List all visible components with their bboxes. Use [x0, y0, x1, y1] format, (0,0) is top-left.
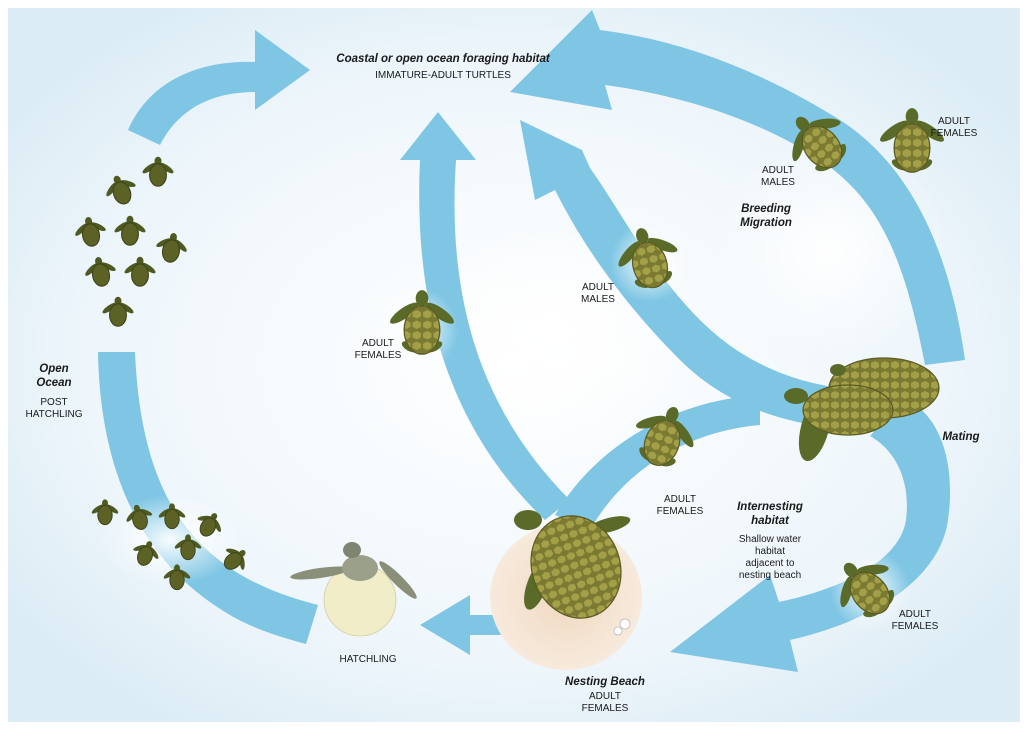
label-nesting-beach: Nesting Beach: [565, 676, 645, 688]
label-adult-females-mid-2: FEMALES: [355, 350, 402, 361]
label-adult-males-mid-1: ADULT: [582, 282, 614, 293]
arrow-open-ocean-arc: [98, 352, 318, 644]
foraging-title: Coastal or open ocean foraging habitat: [336, 53, 551, 65]
label-ocean: Ocean: [36, 377, 71, 389]
label-habitat: habitat: [751, 515, 790, 527]
label-internesting-sub-4: nesting beach: [739, 570, 801, 581]
turtle-nesting-female: [514, 510, 631, 636]
foraging-subtitle: IMMATURE-ADULT TURTLES: [375, 70, 511, 81]
label-adult-females-low-1: ADULT: [664, 494, 696, 505]
label-post: POST: [40, 397, 67, 408]
arrow-females-to-foraging: [400, 112, 570, 520]
label-mating: Mating: [942, 431, 979, 443]
label-adult-males-mid-2: MALES: [581, 294, 615, 305]
label-internesting: Internesting: [737, 501, 803, 513]
label-migration: Migration: [740, 217, 792, 229]
arrow-nesting-to-mating: [555, 395, 760, 530]
label-hatchling: HATCHLING: [339, 654, 396, 665]
label-nesting-adult: ADULT: [589, 691, 621, 702]
label-adult-females-right-2: FEMALES: [892, 621, 939, 632]
label-breeding: Breeding: [741, 203, 791, 215]
hatchling-with-egg: [290, 542, 417, 637]
label-adult-females-mid-1: ADULT: [362, 338, 394, 349]
label-hatchling-post: HATCHLING: [25, 409, 82, 420]
label-adult-males-top-2: MALES: [761, 177, 795, 188]
label-adult-males-top-1: ADULT: [762, 165, 794, 176]
label-internesting-sub-1: Shallow water: [739, 534, 802, 545]
label-internesting-sub-2: habitat: [755, 546, 785, 557]
label-adult-females-low-2: FEMALES: [657, 506, 704, 517]
label-open: Open: [39, 363, 68, 375]
label-adult-females-right-1: ADULT: [899, 609, 931, 620]
arrow-breeding-migration: [510, 10, 965, 365]
arrow-nesting-to-hatchling: [420, 595, 510, 655]
label-internesting-sub-3: adjacent to: [746, 558, 795, 569]
label-adult-females-top-2: FEMALES: [931, 128, 978, 139]
label-adult-females-top-1: ADULT: [938, 116, 970, 127]
label-nesting-females: FEMALES: [582, 703, 629, 714]
turtle-mating-pair: [784, 357, 940, 462]
arrow-to-foraging-left: [128, 30, 310, 145]
